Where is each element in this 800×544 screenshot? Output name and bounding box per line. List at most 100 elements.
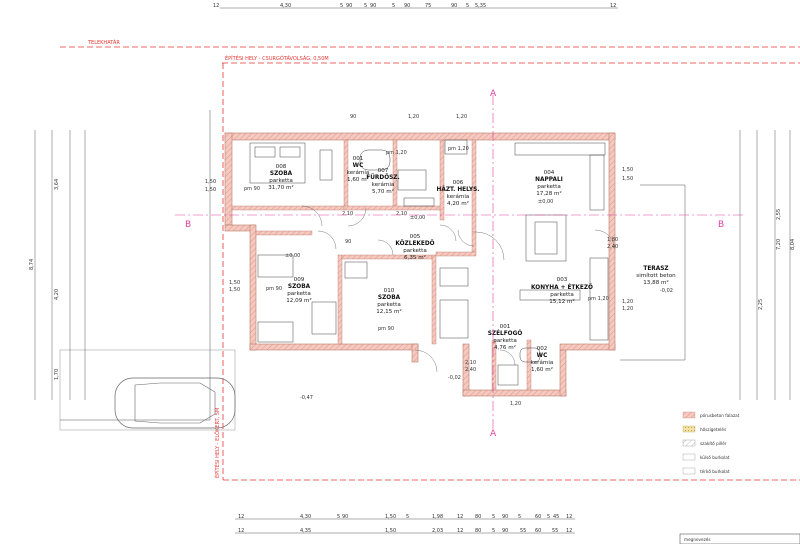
svg-text:1,50: 1,50	[385, 528, 396, 534]
room-labels: 008 SZOBA parketta 31,70 m² 001 WC kerám…	[268, 156, 676, 373]
svg-text:3,64: 3,64	[54, 179, 60, 190]
svg-text:12: 12	[610, 3, 616, 9]
bottom-dim-chain-2: 12 4,35 1,50 2,03 12 80 5 90 55 60 55 12	[235, 528, 575, 534]
svg-text:13,88 m²: 13,88 m²	[643, 279, 668, 286]
section-b-left: B	[185, 220, 191, 230]
svg-text:pm 1,20: pm 1,20	[386, 150, 407, 156]
svg-text:1,50: 1,50	[622, 176, 633, 182]
room-001-szelfogo: 001 SZÉLFOGÓ parketta 4,76 m²	[488, 324, 523, 351]
svg-text:FÜRDŐSZ.: FÜRDŐSZ.	[366, 174, 399, 181]
room-005: 005 KÖZLEKEDŐ parketta 6,35 m²	[395, 234, 434, 261]
svg-text:hőszigetelés: hőszigetelés	[700, 427, 726, 432]
svg-text:1,20: 1,20	[622, 306, 633, 312]
svg-text:-0,47: -0,47	[300, 395, 313, 401]
svg-text:007: 007	[378, 168, 389, 174]
svg-text:5: 5	[466, 3, 469, 9]
svg-text:pm 90: pm 90	[266, 286, 282, 292]
svg-text:12: 12	[238, 514, 244, 520]
svg-text:HÁZT. HELYS.: HÁZT. HELYS.	[436, 186, 479, 193]
svg-text:4,76 m²: 4,76 m²	[494, 344, 516, 351]
svg-text:5: 5	[547, 514, 550, 520]
svg-text:1,20: 1,20	[622, 299, 633, 305]
svg-text:kerámia: kerámia	[372, 181, 395, 188]
svg-text:5: 5	[406, 514, 409, 520]
svg-text:kerámia: kerámia	[531, 359, 554, 366]
room-010: 010 SZOBA parketta 12,15 m²	[376, 288, 401, 315]
furniture	[249, 139, 609, 386]
svg-text:SZOBA: SZOBA	[288, 284, 311, 290]
svg-text:térkő burkolat: térkő burkolat	[700, 469, 730, 474]
svg-text:simított beton: simított beton	[636, 272, 676, 279]
svg-text:12: 12	[213, 3, 219, 9]
svg-text:2,25: 2,25	[758, 299, 764, 310]
svg-text:1,50: 1,50	[205, 179, 216, 185]
svg-text:WC: WC	[353, 163, 364, 169]
site-outline	[60, 110, 211, 421]
section-markers: A A B B	[175, 89, 745, 439]
svg-text:31,70 m²: 31,70 m²	[268, 184, 293, 191]
svg-text:KONYHA + ÉTKEZŐ: KONYHA + ÉTKEZŐ	[531, 283, 593, 291]
bottom-dim-chain-1: 12 4,30 5 90 1,50 5 1,98 12 80 5 90 5 60…	[235, 514, 575, 520]
svg-text:parketta: parketta	[377, 302, 401, 308]
svg-text:90: 90	[502, 514, 508, 520]
door-swings	[301, 205, 616, 373]
title-block: megnevezés	[679, 533, 800, 544]
svg-text:megnevezés: megnevezés	[684, 537, 711, 542]
driveway-area	[59, 349, 236, 431]
svg-text:4,30: 4,30	[300, 514, 311, 520]
svg-text:WC: WC	[537, 353, 548, 359]
svg-text:5,35: 5,35	[475, 3, 486, 9]
svg-text:5: 5	[518, 514, 521, 520]
svg-text:TERASZ: TERASZ	[643, 266, 668, 272]
svg-text:12: 12	[566, 514, 572, 520]
room-002: 002 WC kerámia 1,60 m²	[531, 346, 554, 373]
svg-text:kerámia: kerámia	[447, 193, 470, 200]
svg-text:SZOBA: SZOBA	[270, 171, 293, 177]
svg-text:60: 60	[535, 528, 541, 534]
car-icon	[114, 377, 236, 429]
svg-text:001: 001	[500, 324, 511, 330]
svg-text:2,03: 2,03	[432, 528, 443, 534]
svg-text:12: 12	[238, 528, 244, 534]
svg-text:5,70 m²: 5,70 m²	[372, 188, 394, 195]
svg-text:SZÉLFOGÓ: SZÉLFOGÓ	[488, 329, 523, 337]
svg-text:60: 60	[535, 514, 541, 520]
svg-text:90: 90	[404, 3, 410, 9]
terrace-outline	[620, 184, 686, 361]
room-007: 007 FÜRDŐSZ. kerámia 5,70 m²	[366, 168, 399, 195]
svg-text:12: 12	[457, 528, 463, 534]
svg-text:pm 90: pm 90	[378, 326, 394, 332]
svg-text:±0,00: ±0,00	[285, 253, 300, 259]
svg-text:4,35: 4,35	[300, 528, 311, 534]
svg-text:pm 1,20: pm 1,20	[448, 146, 469, 152]
svg-text:1,50: 1,50	[385, 514, 396, 520]
section-a-bottom: A	[490, 429, 497, 439]
svg-text:5: 5	[392, 3, 395, 9]
inner-walls	[231, 139, 532, 391]
svg-text:1,60 m²: 1,60 m²	[347, 176, 369, 183]
svg-text:1,60 m²: 1,60 m²	[531, 366, 553, 373]
svg-text:12,09 m²: 12,09 m²	[286, 297, 311, 304]
svg-text:45: 45	[553, 514, 559, 520]
svg-text:17,28 m²: 17,28 m²	[536, 190, 561, 197]
svg-text:55: 55	[520, 528, 526, 534]
svg-text:-0,02: -0,02	[660, 288, 673, 294]
svg-text:90: 90	[370, 3, 376, 9]
svg-text:-0,02: -0,02	[448, 375, 461, 381]
svg-text:±0,00: ±0,00	[538, 199, 553, 205]
svg-text:90: 90	[502, 528, 508, 534]
svg-text:1,20: 1,20	[456, 114, 467, 120]
svg-text:006: 006	[453, 180, 464, 186]
outer-walls	[224, 132, 616, 397]
svg-text:1,20: 1,20	[510, 401, 521, 407]
svg-text:90: 90	[346, 3, 352, 9]
svg-text:1,80: 1,80	[607, 237, 618, 243]
svg-text:12: 12	[566, 528, 572, 534]
svg-text:004: 004	[544, 170, 555, 176]
svg-text:90: 90	[342, 514, 348, 520]
room-009: 009 SZOBA parketta 12,09 m²	[286, 277, 311, 304]
svg-text:002: 002	[537, 346, 548, 352]
svg-text:2,10: 2,10	[465, 360, 476, 366]
svg-text:7,20: 7,20	[776, 239, 782, 250]
